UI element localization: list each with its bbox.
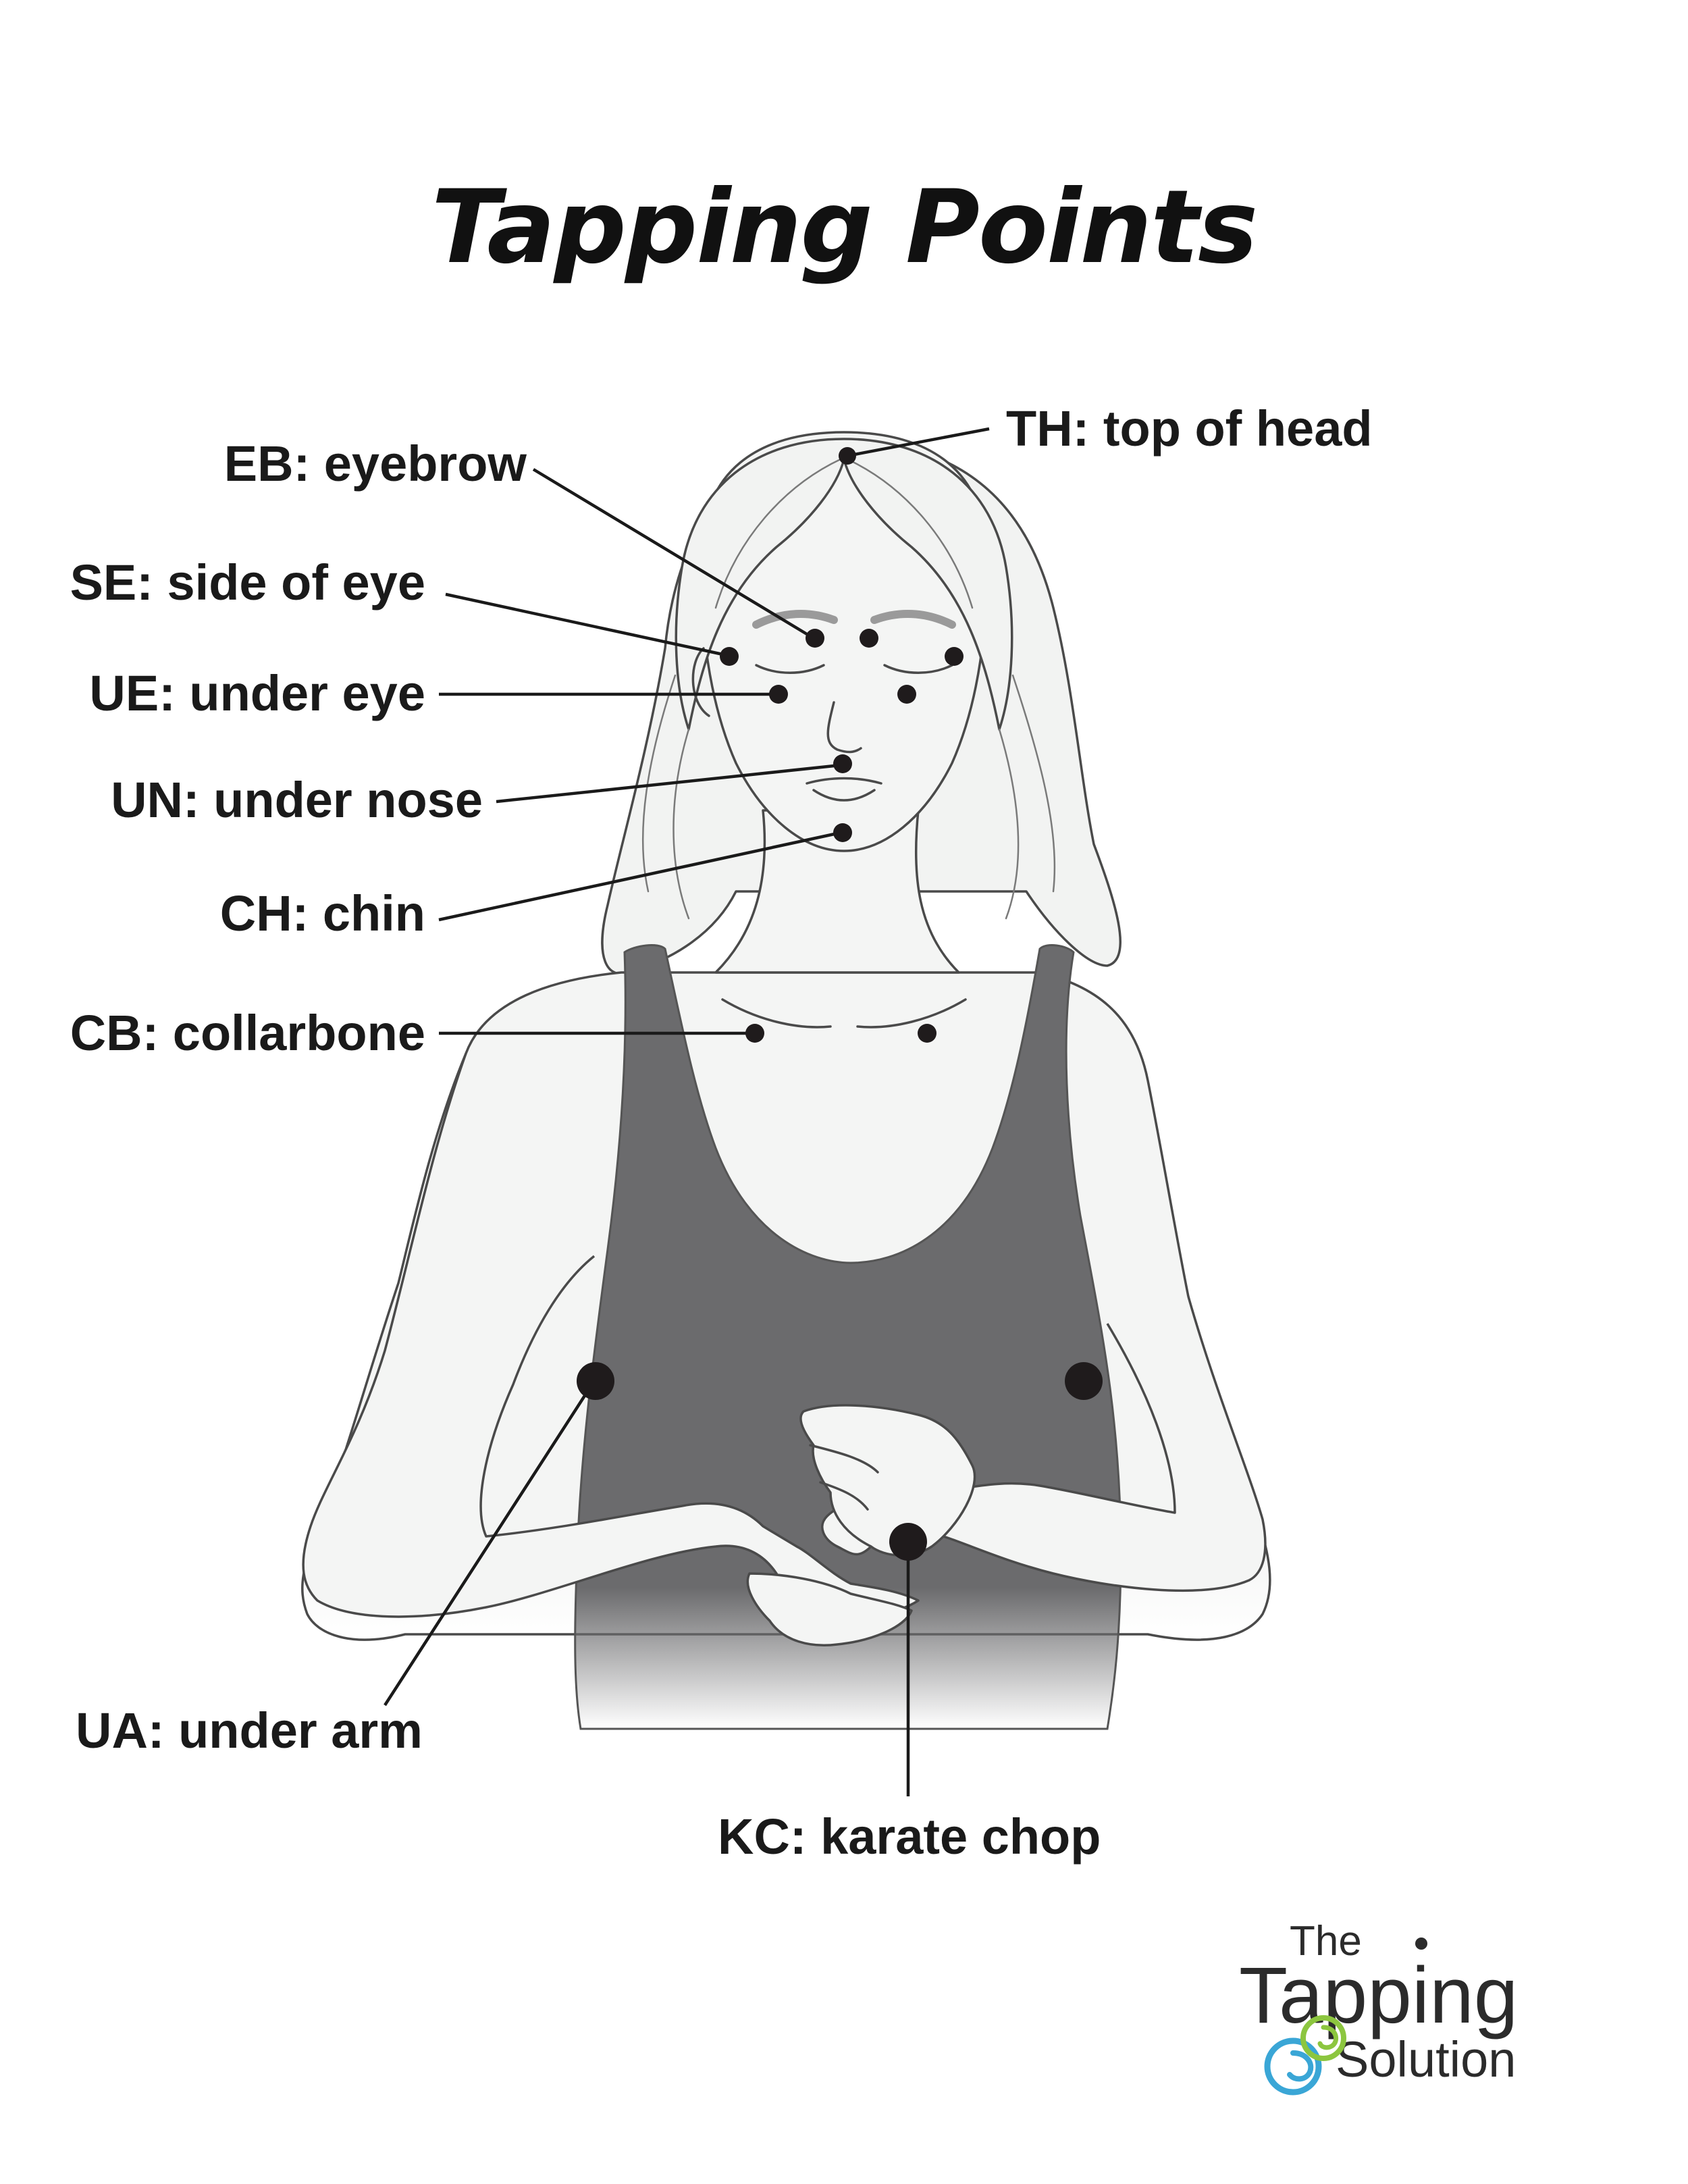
label-kc: KC: karate chop bbox=[718, 1809, 1101, 1865]
right-eyebrow bbox=[870, 610, 956, 629]
dot-side-of-eye-left bbox=[720, 647, 739, 666]
label-ua: UA: under arm bbox=[76, 1702, 423, 1759]
dot-collarbone-right bbox=[918, 1024, 937, 1043]
logo-i-dot bbox=[1415, 1938, 1427, 1950]
neck bbox=[714, 809, 960, 974]
leader-un bbox=[496, 763, 841, 804]
label-un: UN: under nose bbox=[111, 772, 483, 828]
leader-se bbox=[445, 592, 727, 657]
label-se: SE: side of eye bbox=[70, 554, 425, 610]
label-th: TH: top of head bbox=[1006, 400, 1373, 457]
dot-under-arm-left bbox=[577, 1362, 614, 1400]
dot-top-of-head bbox=[839, 447, 856, 465]
dot-side-of-eye-right bbox=[945, 647, 964, 666]
label-eb: EB: eyebrow bbox=[224, 436, 527, 492]
leader-eb bbox=[532, 468, 812, 638]
dot-under-nose bbox=[833, 754, 852, 773]
woman-illustration bbox=[301, 431, 1271, 1730]
logo-line-the: The bbox=[1290, 1918, 1362, 1965]
page-title: Tapping Points bbox=[431, 169, 1258, 286]
label-ue: UE: under eye bbox=[89, 665, 425, 721]
point-labels: TH: top of head EB: eyebrow SE: side of … bbox=[70, 400, 1373, 1865]
tapping-solution-logo: The Tapping Solution bbox=[1239, 1918, 1518, 2096]
dot-under-eye-right bbox=[897, 685, 916, 704]
dot-eyebrow-left bbox=[806, 629, 824, 648]
dot-eyebrow-right bbox=[860, 629, 878, 648]
tapping-dots bbox=[577, 447, 1103, 1561]
dot-under-eye-left bbox=[769, 685, 788, 704]
leader-ch bbox=[438, 831, 841, 922]
lower-hand bbox=[746, 1572, 913, 1646]
upper-hand bbox=[799, 1404, 976, 1557]
left-eyebrow bbox=[752, 610, 838, 629]
dot-chin bbox=[833, 823, 852, 842]
logo-line-tapping: Tapping bbox=[1239, 1951, 1518, 2040]
dot-under-arm-right bbox=[1065, 1362, 1103, 1400]
leader-lines bbox=[384, 427, 990, 1796]
dot-collarbone-left bbox=[745, 1024, 764, 1043]
leader-ua bbox=[384, 1380, 596, 1707]
logo-line-solution: Solution bbox=[1336, 2031, 1516, 2087]
label-ch: CH: chin bbox=[220, 885, 425, 941]
leader-th bbox=[847, 427, 990, 458]
dot-karate-chop bbox=[889, 1523, 927, 1561]
label-cb: CB: collarbone bbox=[70, 1005, 425, 1061]
swirl-icon bbox=[1264, 2015, 1346, 2096]
